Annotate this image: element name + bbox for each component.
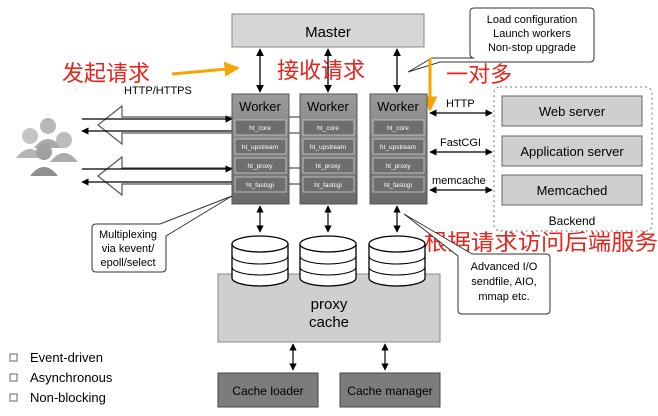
legend-asynchronous: Asynchronous: [30, 370, 113, 385]
protocol-memcache: memcache: [432, 175, 486, 187]
protocol-http: HTTP: [446, 98, 475, 110]
worker-module: ht_proxy: [316, 163, 342, 170]
worker-module: ht_fastcgi: [384, 182, 412, 189]
master-callout-line-2: Launch workers: [493, 28, 571, 40]
legend-bullet: [9, 373, 18, 382]
protocol-fastcgi: FastCGI: [440, 137, 481, 149]
worker-module: ht_fastcgi: [246, 182, 274, 189]
io-line-3: mmap etc.: [478, 291, 529, 303]
master-box: Master: [231, 13, 425, 48]
annotation-one-to-many: 一对多: [446, 63, 512, 88]
worker-1: Worker ht_core ht_upstream ht_proxy ht_f…: [231, 93, 290, 205]
cache-loader-box: [217, 372, 319, 408]
io-line-1: Advanced I/O: [471, 261, 538, 273]
legend: Event-driven Asynchronous Non-blocking: [9, 350, 113, 405]
disk-stack-1: [231, 235, 289, 287]
legend-bullet: [9, 393, 18, 402]
cache-loader-label: Cache loader: [232, 384, 303, 398]
client-protocol-label: HTTP/HTTPS: [124, 85, 192, 97]
worker-title: Worker: [239, 99, 281, 114]
disk-stack-3: [368, 235, 426, 287]
multiplex-callout: Multiplexing via kevent/ epoll/select: [91, 195, 233, 273]
backend-application-server: Application server: [520, 144, 624, 159]
worker-module: ht_upstream: [310, 144, 346, 151]
cache-manager-box: [339, 372, 441, 408]
worker-module: ht_core: [249, 125, 271, 132]
legend-event-driven: Event-driven: [30, 350, 103, 365]
worker-title: Worker: [307, 99, 349, 114]
worker-3: Worker ht_core ht_upstream ht_proxy ht_f…: [369, 93, 428, 205]
io-line-2: sendfile, AIO,: [471, 276, 536, 288]
master-callout-line-1: Load configuration: [487, 14, 578, 26]
legend-non-blocking: Non-blocking: [30, 390, 106, 405]
backend-label: Backend: [549, 214, 596, 228]
worker-module: ht_core: [387, 125, 409, 132]
worker-2: Worker ht_core ht_upstream ht_proxy ht_f…: [299, 93, 358, 205]
worker-module: ht_upstream: [242, 144, 278, 151]
orange-arrow-send: [171, 61, 240, 77]
worker-module: ht_fastcgi: [314, 182, 342, 189]
worker-module: ht_upstream: [380, 144, 416, 151]
master-label: Master: [305, 24, 351, 41]
worker-module: ht_proxy: [386, 163, 412, 170]
worker-module: ht_proxy: [248, 163, 274, 170]
multiplex-line-3: epoll/select: [100, 257, 155, 269]
clients-icon: [16, 118, 78, 176]
cache-manager-label: Cache manager: [347, 384, 432, 398]
backend-memcached: Memcached: [537, 183, 608, 198]
proxy-cache-line-1: proxy: [311, 296, 348, 313]
annotation-send-request: 发起请求: [62, 62, 150, 87]
backend-web-server: Web server: [539, 104, 606, 119]
worker-module: ht_core: [317, 125, 339, 132]
legend-bullet: [9, 353, 18, 362]
worker-title: Worker: [377, 99, 419, 114]
disk-stack-2: [299, 235, 357, 287]
annotation-receive-request: 接收请求: [277, 59, 365, 84]
backend-group: Web server Application server Memcached …: [493, 86, 653, 232]
proxy-cache-line-2: cache: [309, 314, 349, 331]
master-callout-line-3: Non-stop upgrade: [488, 42, 576, 54]
multiplex-line-2: via kevent/: [102, 243, 156, 255]
multiplex-line-1: Multiplexing: [99, 229, 157, 241]
master-callout: Load configuration Launch workers Non-st…: [407, 7, 595, 73]
io-callout: Advanced I/O sendfile, AIO, mmap etc.: [403, 213, 551, 315]
